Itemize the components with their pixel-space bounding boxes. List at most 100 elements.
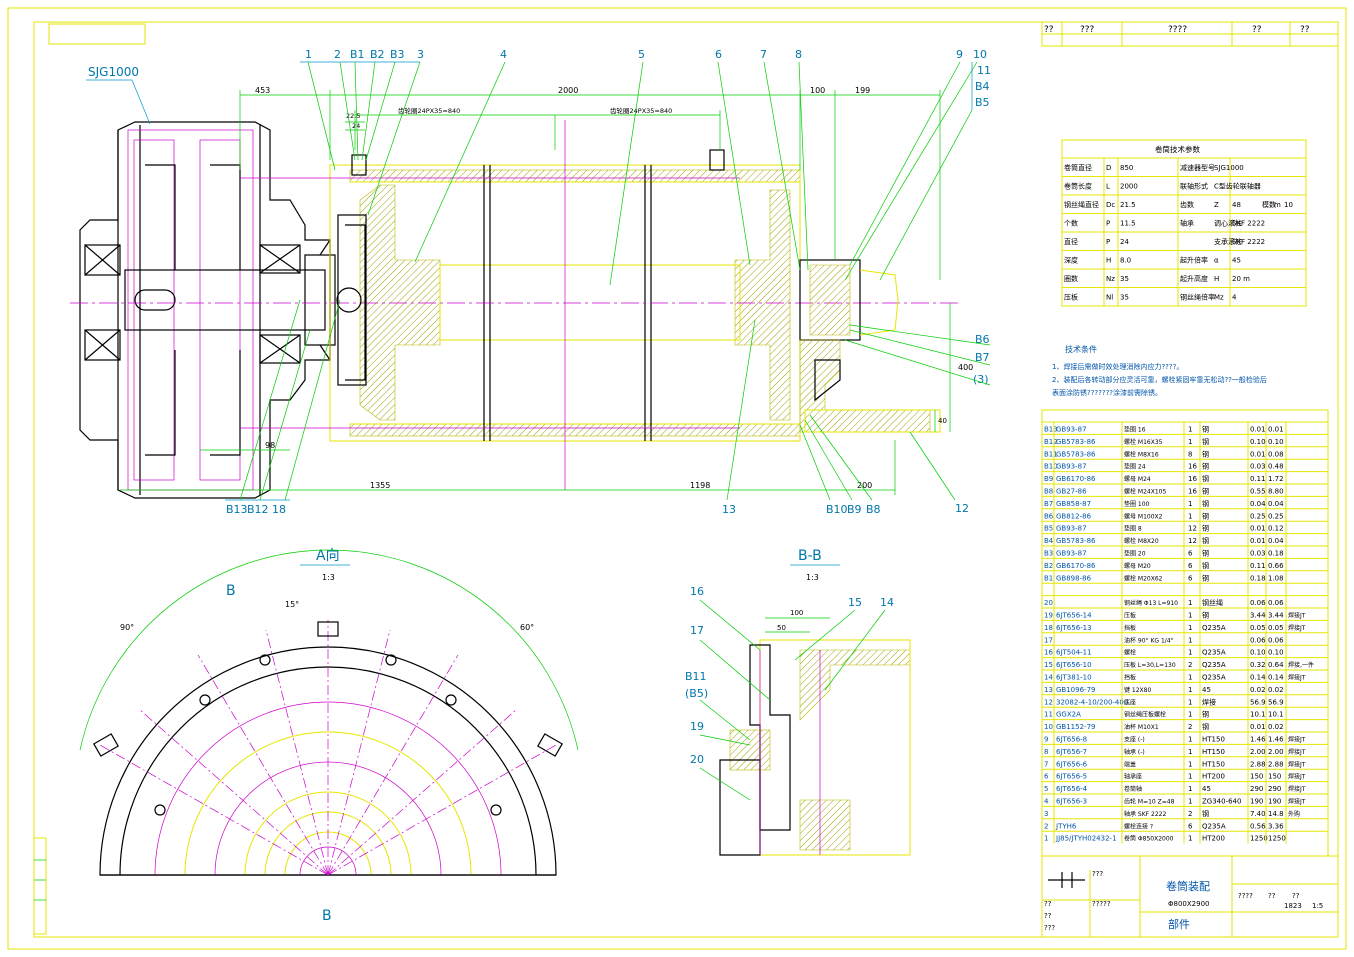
bom-cell: 6	[1188, 574, 1193, 582]
balloon-4: 4	[500, 48, 507, 61]
bom-cell: 螺母 M24	[1124, 475, 1151, 483]
bom-cell: 9	[1044, 736, 1048, 744]
bom-cell: 0.03	[1250, 463, 1266, 471]
params-cell: Dc	[1106, 201, 1115, 209]
dim-200: 200	[857, 481, 872, 490]
params-cell: 钢丝绳直径	[1064, 200, 1099, 209]
bom-cell: 1.72	[1268, 475, 1284, 483]
view-a: A向 1:3 B B	[79, 548, 579, 924]
bom-cell: 钢	[1202, 425, 1209, 434]
bom-cell: 12	[1044, 698, 1053, 706]
bom-cell: B1	[1044, 574, 1053, 582]
params-cell: 圈数	[1064, 274, 1078, 283]
bom-cell: 0.06	[1250, 599, 1266, 607]
balloon-10: 10	[973, 48, 987, 61]
bom-cell: 1	[1044, 835, 1048, 843]
balloon-15: 15	[848, 596, 862, 609]
bom-cell: 6JT656-7	[1056, 748, 1087, 756]
bom-cell: GGX2A	[1056, 711, 1081, 719]
params-cell: 45	[1232, 257, 1241, 265]
bom-cell: 0.55	[1250, 488, 1266, 496]
title-mark-8: ???	[1044, 924, 1055, 932]
bom-cell: 轴承座	[1124, 773, 1142, 781]
sheet-border	[7, 7, 1347, 950]
bom-cell: 4	[1044, 798, 1049, 806]
top-leaders	[300, 61, 978, 286]
bom-cell: 0.06	[1268, 636, 1284, 644]
dim-100: 100	[810, 86, 825, 95]
params-cell: 个数	[1064, 219, 1078, 228]
bom-cell: GB5783-86	[1056, 537, 1096, 545]
bom-cell: B2	[1044, 562, 1053, 570]
params-cell: H	[1214, 275, 1219, 283]
bom-cell: 垫圈 100	[1124, 500, 1150, 508]
right-balloons: B6 B7 (3) 12	[955, 333, 990, 515]
right-bearing	[799, 259, 941, 433]
params-cell: 压板	[1064, 293, 1078, 302]
bom-cell: 8	[1044, 748, 1048, 756]
bom-cell: GB93-87	[1056, 426, 1087, 434]
bom-cell: 1	[1188, 760, 1192, 768]
bom-cell: 0.32	[1250, 661, 1266, 669]
bom-cell: 14	[1044, 674, 1053, 682]
bom-cell: 0.01	[1250, 723, 1266, 731]
header-row: ?? ??? ???? ?? ??	[1041, 21, 1339, 47]
bom-cell: 螺栓 M16X35	[1124, 438, 1163, 446]
balloon-b10: B10	[826, 503, 848, 516]
note-line-1: 1、焊接后需做时效处理消除内应力????。	[1052, 362, 1183, 371]
dim-199: 199	[855, 86, 870, 95]
bom-cell: 1	[1188, 798, 1192, 806]
bom-cell: 螺栓 M8X20	[1124, 537, 1159, 545]
balloon-7: 7	[760, 48, 767, 61]
bom-cell: 钢	[1202, 462, 1209, 471]
dim-98: 98	[265, 441, 275, 450]
bom-cell: 焊接JT	[1288, 674, 1306, 682]
bom-cell: 0.11	[1250, 562, 1266, 570]
balloon-b5: B5	[975, 96, 990, 109]
dim-1355: 1355	[370, 481, 390, 490]
dim-400: 400	[958, 363, 973, 372]
title-scale: 1:5	[1312, 902, 1323, 910]
bom-cell: 2	[1188, 661, 1192, 669]
balloon-b2: B2	[370, 48, 385, 61]
title-mark-5: ?????	[1092, 900, 1111, 908]
top-balloons: 1 2 B1 B2 B3 3 4 5 6 7 8 9 10 11 B4 B5	[305, 48, 991, 109]
title-name: 卷筒装配	[1166, 879, 1210, 893]
bom-cell: 1	[1188, 426, 1192, 434]
params-cell: P	[1106, 220, 1110, 228]
bom-cell: 19	[1044, 612, 1053, 620]
bom-cell: 外购	[1288, 810, 1300, 818]
balloon-5: 5	[638, 48, 645, 61]
bom-cell: HT150	[1202, 736, 1225, 744]
bom-cell: 焊接JT	[1288, 736, 1306, 744]
bom-cell: 钢	[1202, 561, 1209, 570]
params-cell: 钢丝绳倍率	[1180, 293, 1215, 302]
bom-cell: 0.10	[1250, 438, 1266, 446]
bom-cell: 2	[1188, 723, 1192, 731]
bom-cell: 油杯 90° KG 1/4"	[1124, 636, 1174, 644]
bom-cell: 轴承 (-)	[1124, 748, 1145, 756]
title-mark-2: ??	[1268, 892, 1276, 900]
bom-cell: 钢	[1202, 611, 1209, 620]
bom-cell: 钢	[1202, 487, 1209, 496]
bom-cell: 垫圈 20	[1124, 550, 1146, 558]
title-mark-3: ??	[1292, 892, 1300, 900]
bom-cell: 6JT656-8	[1056, 736, 1087, 744]
bom-cell: 10.1	[1268, 711, 1284, 719]
bom-cell: 0.10	[1268, 649, 1284, 657]
balloon-b4: B4	[975, 80, 990, 93]
params-cell: 起升高度	[1180, 274, 1208, 283]
bom-cell: 1	[1188, 599, 1192, 607]
params-cell: 支承滚柱	[1214, 237, 1242, 246]
bom-cell: 0.25	[1268, 512, 1284, 520]
balloon-b5-circle: (B5)	[685, 687, 708, 700]
bom-cell: B7	[1044, 500, 1053, 508]
notes-title: 技术条件	[1065, 344, 1097, 354]
bom-cell: 钢	[1202, 722, 1209, 731]
balloon-11: 11	[977, 64, 991, 77]
balloon-b6: B6	[975, 333, 990, 346]
bom-cell: B9	[1044, 475, 1053, 483]
bom-cell: 1	[1188, 686, 1192, 694]
bom-cell: 钢	[1202, 437, 1209, 446]
balloon-b3: B3	[390, 48, 405, 61]
